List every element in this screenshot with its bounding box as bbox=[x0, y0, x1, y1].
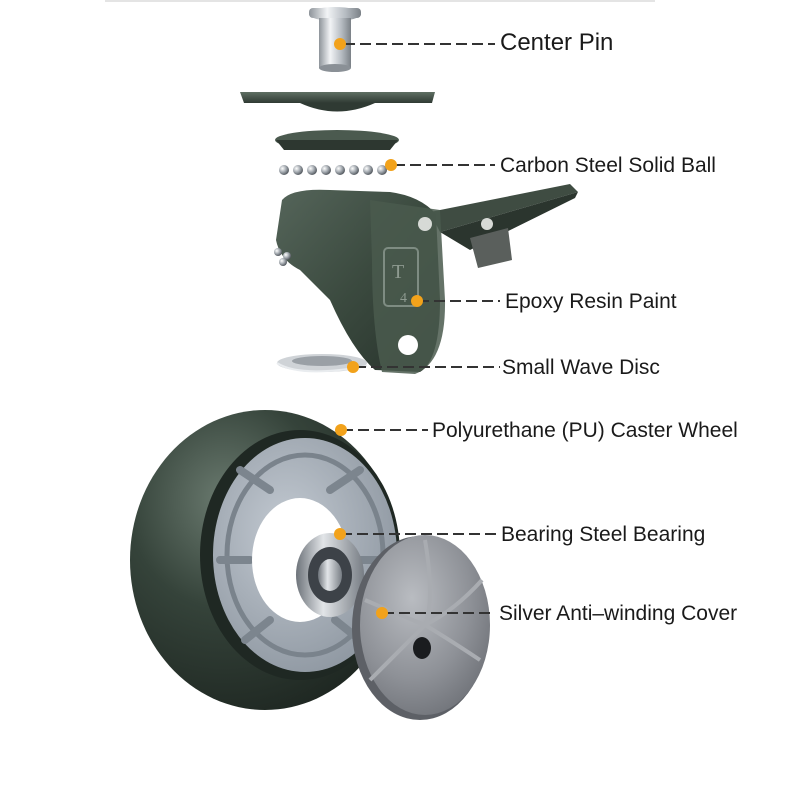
top-border-line bbox=[105, 0, 655, 2]
bearing-part bbox=[296, 533, 364, 617]
callout-dot-center-pin bbox=[334, 38, 346, 50]
bracket-mark-1: T bbox=[392, 261, 404, 283]
wave-disc-part bbox=[276, 354, 368, 373]
callout-dot-epoxy bbox=[411, 295, 423, 307]
label-center-pin: Center Pin bbox=[500, 29, 614, 56]
top-plate-part bbox=[240, 92, 435, 112]
callout-dot-carbon-ball bbox=[385, 159, 397, 171]
label-pu-wheel: Polyurethane (PU) Caster Wheel bbox=[432, 419, 738, 442]
label-carbon-ball: Carbon Steel Solid Ball bbox=[500, 154, 716, 177]
callout-dots bbox=[334, 38, 423, 619]
callout-dot-cover bbox=[376, 607, 388, 619]
bracket-mark-2: 4 bbox=[400, 291, 407, 306]
label-epoxy: Epoxy Resin Paint bbox=[505, 290, 677, 313]
callout-dot-bearing bbox=[334, 528, 346, 540]
leader-lines bbox=[341, 43, 500, 614]
center-pin-part bbox=[309, 7, 361, 72]
carbon-steel-balls bbox=[279, 165, 387, 175]
label-cover: Silver Anti–winding Cover bbox=[499, 602, 738, 625]
label-bearing: Bearing Steel Bearing bbox=[501, 523, 706, 546]
callout-dot-wave-disc bbox=[347, 361, 359, 373]
cover-part bbox=[352, 535, 490, 720]
label-wave-disc: Small Wave Disc bbox=[502, 356, 660, 379]
raceway-cup-part bbox=[275, 130, 399, 150]
callout-dot-pu-wheel bbox=[335, 424, 347, 436]
bracket-part: T 4 bbox=[274, 184, 578, 374]
